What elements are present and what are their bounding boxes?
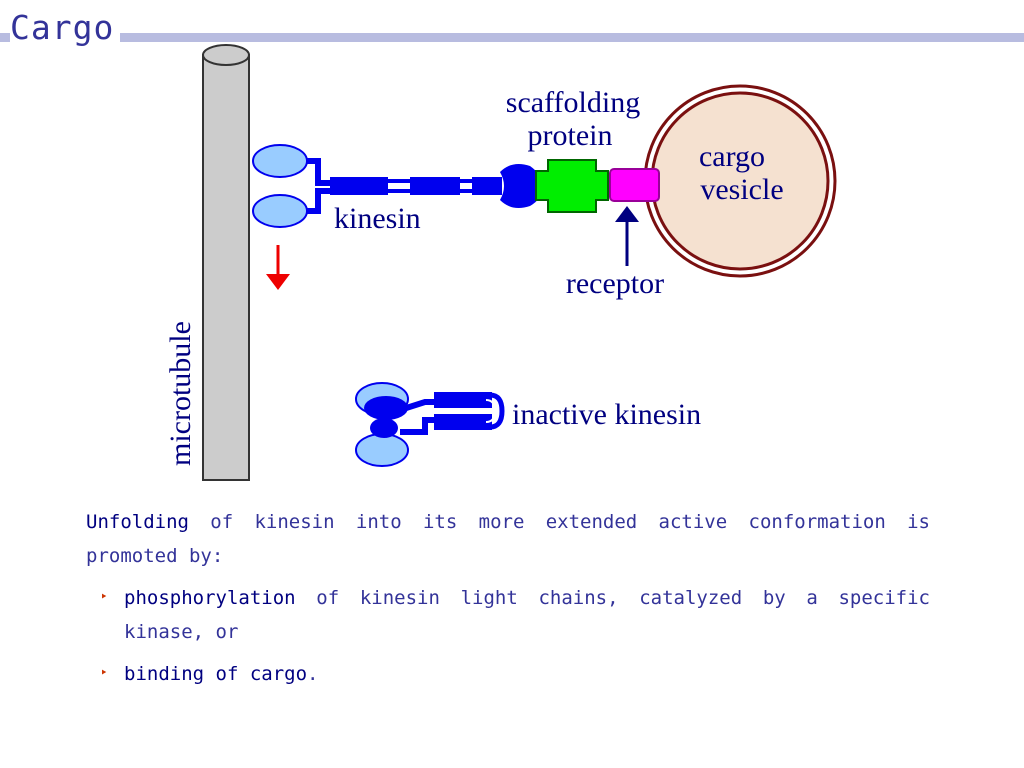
intro-paragraph: Unfolding of kinesin into its more exten… xyxy=(86,505,930,573)
bullet-highlight: binding of cargo xyxy=(124,663,308,685)
inactive-kinesin-label: inactive kinesin xyxy=(512,398,701,431)
active-kinesin xyxy=(252,144,541,228)
microtubule xyxy=(202,44,250,481)
scaffolding-label-line2: protein xyxy=(528,119,613,152)
intro-text: of kinesin into its more extended active… xyxy=(86,511,930,567)
title-bar xyxy=(0,33,1024,42)
receptor-label: receptor xyxy=(566,267,664,300)
slide-title: Cargo xyxy=(10,8,121,47)
inactive-kinesin xyxy=(355,382,505,467)
bullet-marker-icon: ‣ xyxy=(100,590,108,605)
receptor-arrow xyxy=(615,206,639,266)
kinesin-label: kinesin xyxy=(334,202,421,235)
receptor xyxy=(609,168,660,202)
bullet-marker-icon: ‣ xyxy=(100,666,108,681)
list-item: ‣ binding of cargo. xyxy=(100,657,930,691)
scaffolding-protein xyxy=(535,159,609,213)
motion-arrow xyxy=(266,245,290,290)
list-item: ‣ phosphorylation of kinesin light chain… xyxy=(100,581,930,649)
intro-highlight: Unfolding xyxy=(86,511,189,533)
bullet-highlight: phosphorylation xyxy=(124,587,296,609)
cargo-label-line2: vesicle xyxy=(700,173,783,206)
bullet-text: of kinesin light chains, catalyzed by a … xyxy=(124,587,930,643)
promoter-list: ‣ phosphorylation of kinesin light chain… xyxy=(86,581,930,691)
scaffolding-label-line1: scaffolding xyxy=(506,86,640,119)
kinesin-head-bottom xyxy=(252,194,308,228)
kinesin-head-top xyxy=(252,144,308,178)
explanation-text: Unfolding of kinesin into its more exten… xyxy=(86,505,930,699)
cargo-label-line1: cargo xyxy=(699,140,765,173)
bullet-text: . xyxy=(307,663,319,685)
microtubule-label: microtubule xyxy=(164,321,197,466)
